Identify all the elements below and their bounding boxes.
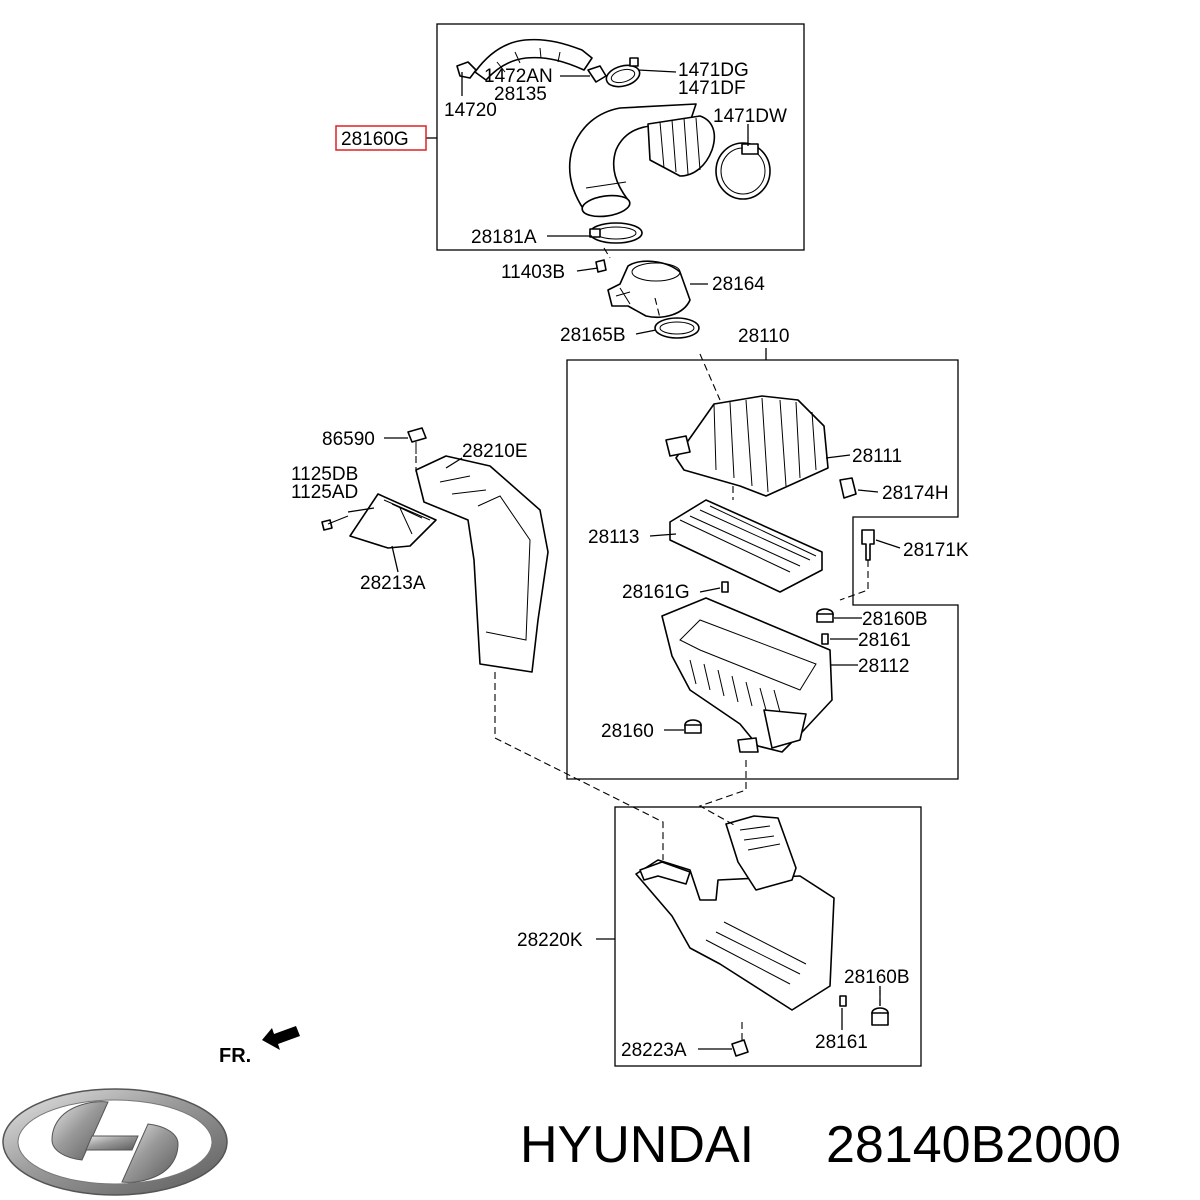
label-1125AD: 1125AD	[291, 482, 358, 503]
label-28165B: 28165B	[560, 325, 626, 346]
clip-28174H	[839, 477, 857, 499]
label-28181A: 28181A	[471, 227, 537, 248]
bolt-1125DB-1125AD	[321, 515, 349, 531]
label-28223A: 28223A	[621, 1040, 687, 1061]
label-1471DG: 1471DG	[678, 60, 749, 81]
label-28135: 28135	[494, 84, 547, 105]
label-28110: 28110	[738, 326, 789, 347]
air-cleaner-group-frame	[566, 359, 959, 780]
bracket-28213A	[349, 493, 437, 549]
brand-name: HYUNDAI	[520, 1116, 754, 1174]
air-flow-sensor-28164	[607, 260, 691, 318]
bolt-28171K	[861, 529, 875, 561]
label-28160: 28160	[601, 721, 654, 742]
label-28160G[interactable]: 28160G	[341, 129, 409, 150]
front-arrow-icon	[262, 1026, 300, 1050]
label-28220K: 28220K	[517, 930, 583, 951]
label-11403B: 11403B	[501, 262, 565, 283]
label-28161G: 28161G	[622, 582, 690, 603]
label-1125DB: 1125DB	[291, 464, 358, 485]
label-28112: 28112	[858, 656, 909, 677]
label-1471DF: 1471DF	[678, 78, 746, 99]
label-1471DW: 1471DW	[713, 106, 787, 127]
air-cleaner-body-28112	[661, 597, 833, 753]
clip-86590	[407, 427, 427, 454]
label-28160B-lower: 28160B	[844, 967, 910, 988]
hose-clip-14720	[456, 61, 477, 79]
label-14720: 14720	[444, 100, 497, 121]
front-direction-marker: FR.	[219, 1026, 300, 1067]
part-labels: 14720 1472AN 28135 1471DG 1471DF 1471DW …	[291, 60, 969, 1061]
bolt-11403B	[595, 259, 607, 273]
label-28210E: 28210E	[462, 441, 528, 462]
label-28174H: 28174H	[882, 483, 949, 504]
grommet-28160B-upper	[816, 608, 834, 623]
footer-title: HYUNDAI 28140B2000	[520, 1116, 1121, 1174]
hyundai-logo-icon	[2, 1088, 228, 1196]
label-28171K: 28171K	[903, 540, 969, 561]
assembly-lines	[415, 247, 881, 1040]
pin-28161-lower	[839, 995, 847, 1007]
resonator-group-frame	[614, 806, 922, 1067]
label-28113: 28113	[588, 527, 639, 548]
clamp-28181A	[589, 222, 643, 244]
label-28111: 28111	[852, 446, 902, 467]
upper-hose-group-frame	[436, 23, 805, 251]
highlighted-part-box	[335, 125, 427, 151]
label-28160B-upper: 28160B	[862, 609, 928, 630]
front-label: FR.	[219, 1045, 251, 1067]
clamp-1471DW	[715, 142, 771, 200]
duct-28210E	[415, 455, 549, 673]
pin-28161G	[721, 581, 729, 593]
label-1472AN: 1472AN	[484, 66, 553, 87]
label-28164: 28164	[712, 274, 765, 295]
hose-clip-1472AN	[587, 65, 607, 83]
breather-hose	[474, 38, 593, 81]
label-28161-lower: 28161	[815, 1032, 868, 1053]
air-cleaner-cover-28111	[665, 395, 829, 497]
label-86590: 86590	[322, 429, 375, 450]
pin-28161-upper	[821, 633, 829, 645]
leader-lines	[347, 69, 901, 1050]
filter-element-28113	[669, 499, 823, 593]
label-28161-upper: 28161	[858, 630, 911, 651]
grommet-28160	[684, 719, 702, 734]
label-28213A: 28213A	[360, 573, 426, 594]
part-number: 28140B2000	[826, 1116, 1121, 1174]
grommet-28160B-lower	[871, 1007, 889, 1026]
resonator-28220K	[635, 815, 835, 1011]
clip-28223A	[731, 1039, 749, 1057]
clamp-1471DG	[605, 57, 641, 88]
gasket-28165B	[654, 317, 700, 339]
intake-hose-28160G	[568, 103, 716, 218]
